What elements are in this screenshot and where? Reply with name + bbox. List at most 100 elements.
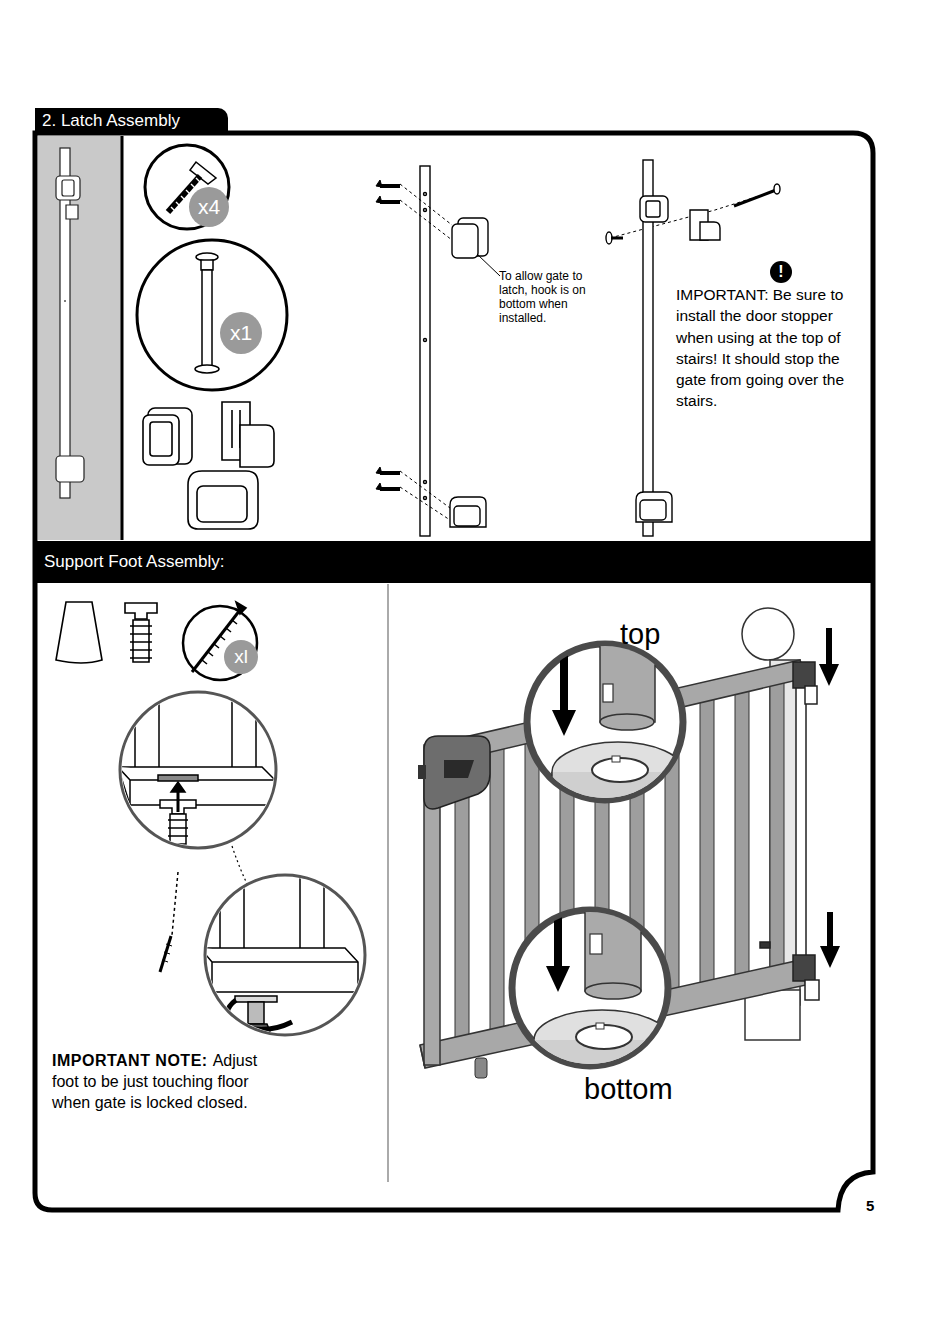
warning-icon: ! <box>770 261 792 283</box>
page-frame-part <box>387 584 389 1182</box>
foot-detail-1-part-part <box>158 775 198 781</box>
foot-parts <box>56 602 257 680</box>
newel-post-part <box>742 608 794 660</box>
foot-parts-part <box>130 626 152 658</box>
pin-part-circle <box>137 240 287 390</box>
latch-post-assembled-part <box>611 237 623 240</box>
node-text: x1 <box>220 321 262 344</box>
detail-bottom-part-part <box>554 912 562 970</box>
node-text: x4 <box>189 195 229 218</box>
down-arrows-part <box>820 946 840 968</box>
down-arrows <box>819 628 840 968</box>
detail-bottom-part-part <box>596 1023 604 1029</box>
foot-detail-1-part-part <box>232 690 256 770</box>
gate-hinge-pipe-part <box>760 942 770 948</box>
latch-parts-part <box>188 471 258 529</box>
leader-line-part <box>477 254 500 276</box>
latch-parts-part <box>150 422 172 456</box>
dashed-guides-part <box>400 184 452 225</box>
quantity-badge: x1 <box>220 312 262 354</box>
foot-detail-2-part-part <box>220 875 244 955</box>
detail-label: top <box>620 617 710 651</box>
gate-hinge-pipe-part <box>805 686 817 704</box>
foot-detail-1-part-part <box>170 814 186 844</box>
latch-post-exploded <box>420 166 488 536</box>
latch-post-assembled-part <box>646 201 660 217</box>
pin-part-circle-part <box>137 240 287 390</box>
gate-hinge-pipe-part <box>793 662 815 688</box>
latch-post-exploded-part <box>424 339 427 342</box>
quantity-badge: x4 <box>189 187 229 227</box>
screw-icons <box>376 180 400 490</box>
latch-parts <box>143 402 274 529</box>
latch-post-exploded-part <box>454 506 480 526</box>
foot-screw-part <box>160 936 171 972</box>
gate-frame-part <box>420 1045 425 1068</box>
down-arrows-part <box>827 912 833 948</box>
assembled-post-part <box>64 300 65 302</box>
assembled-post-part <box>62 180 74 196</box>
page-frame-part <box>35 133 873 1210</box>
foot-parts-part <box>183 606 257 680</box>
latch-post-assembled-part <box>636 492 672 522</box>
screw-icons-part <box>380 487 400 491</box>
detail-bottom-part <box>534 905 670 1070</box>
detail-top-part-part <box>600 640 655 722</box>
foot-parts-part <box>125 603 157 619</box>
detail-bottom-part-part <box>590 934 602 954</box>
latch-post-exploded-part <box>424 209 427 212</box>
foot-parts-part <box>56 602 102 663</box>
section-band: Support Foot Assembly: <box>35 541 873 583</box>
pin-part-circle-part <box>201 260 213 270</box>
latch-parts-part <box>232 410 240 448</box>
assembled-post-part <box>56 456 84 482</box>
latch-parts-part <box>240 425 274 467</box>
latch-post-exploded-part <box>420 166 430 536</box>
foot-detail-1-part-part <box>168 820 188 836</box>
detail-bottom-part-part <box>585 905 641 991</box>
gate-hinge-pipe-part <box>796 672 806 972</box>
page-number: 5 <box>866 1197 886 1215</box>
detail-top-part-part <box>552 710 576 736</box>
detail-top-part <box>552 640 684 802</box>
gate-handle-part <box>444 760 474 778</box>
gate-bars-part <box>735 683 749 984</box>
node-text: ! <box>770 263 792 281</box>
gate-hinge-pipe-part <box>793 955 815 981</box>
screw-part-circle <box>145 145 229 229</box>
screw-icons-part <box>380 471 400 475</box>
pin-part-circle-part <box>195 365 219 373</box>
foot-detail-2-part-part <box>248 1002 264 1024</box>
detail-top-part-part <box>603 684 613 702</box>
foot-detail-2-part-part <box>216 1004 226 1016</box>
detail-bottom-part-part <box>585 983 641 999</box>
gate-handle <box>418 736 490 809</box>
side-strip-part <box>38 136 122 540</box>
callout-note: To allow gate to latch, hook is on botto… <box>499 269 603 325</box>
detail-top-part-part <box>552 742 684 802</box>
foot-detail-2-part-part <box>200 948 358 992</box>
side-strip-part <box>121 136 124 540</box>
detail-label: bottom <box>584 1072 714 1106</box>
foot-screw-part <box>172 872 178 935</box>
gate-handle-part <box>418 765 426 779</box>
latch-post-assembled-part <box>774 184 780 194</box>
assembled-post-part <box>66 205 78 219</box>
side-strip <box>38 136 122 540</box>
latch-post-exploded-part <box>450 497 486 527</box>
foot-detail-2 <box>200 875 365 1035</box>
leader-line <box>477 254 500 276</box>
screw-icons-part <box>380 200 400 204</box>
assembled-post-part <box>56 176 80 200</box>
gate-bars-part <box>700 692 714 992</box>
foot-screw-part <box>162 944 172 962</box>
gate-foot <box>475 1058 487 1078</box>
page-frame <box>35 133 873 1210</box>
foot-detail-1-part-part <box>135 690 159 770</box>
down-arrows-part <box>826 628 832 666</box>
assembled-post <box>56 148 84 498</box>
gate-handle-part <box>424 736 490 809</box>
